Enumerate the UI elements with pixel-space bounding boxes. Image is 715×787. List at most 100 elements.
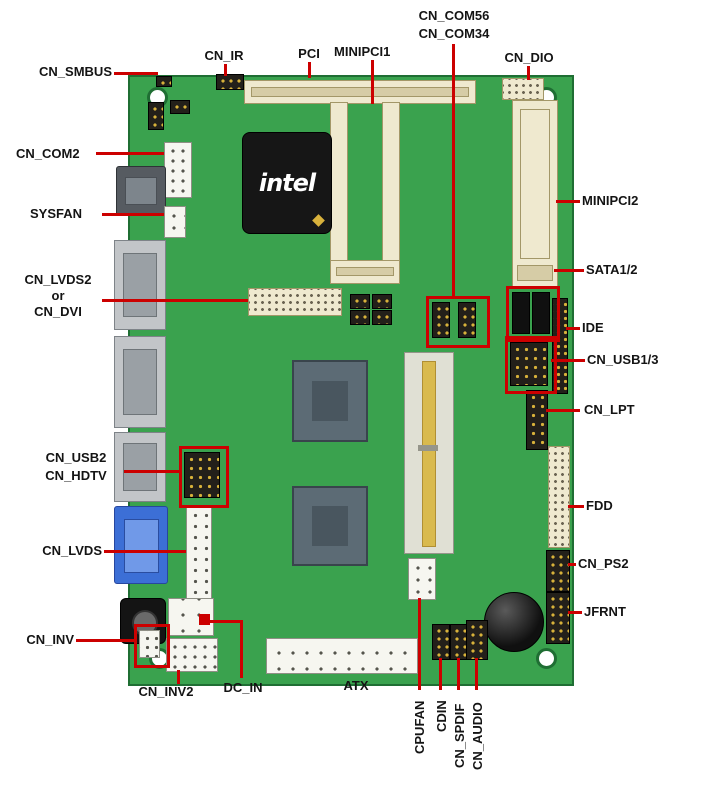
- label-cn-dvi: CN_DVI: [34, 304, 82, 319]
- minipci1-rail-right: [382, 102, 400, 262]
- intel-logo: intel: [258, 169, 316, 197]
- jumper-block-2: [372, 294, 392, 309]
- label-cn-ir: CN_IR: [204, 48, 244, 63]
- lvds2-dvi-connector: [248, 288, 342, 316]
- vga-port: [114, 506, 168, 584]
- inv-connector: [139, 630, 160, 658]
- lan-port-2: [114, 336, 166, 428]
- leader-line-inv2: [177, 670, 180, 684]
- leader-line-com56-com34: [452, 44, 455, 298]
- vga-port-face: [124, 519, 159, 573]
- leader-line-lvds: [104, 550, 186, 553]
- leader-line-pci: [308, 62, 311, 78]
- leader-line-usb2-hdtv: [124, 470, 179, 473]
- label-cn-spdif: CN_SPDIF: [452, 703, 467, 768]
- com2-header: [164, 142, 192, 198]
- leader-line-jfrnt: [568, 611, 582, 614]
- leader-line-audio: [475, 658, 478, 690]
- sodimm-notch: [418, 445, 438, 451]
- label-cn-smbus: CN_SMBUS: [39, 64, 112, 79]
- label-cn-usb13: CN_USB1/3: [587, 352, 659, 367]
- label-atx: ATX: [343, 678, 369, 693]
- lan-port-1: [114, 240, 166, 330]
- jumper-block-4: [372, 310, 392, 325]
- label-ide: IDE: [582, 320, 604, 335]
- label-cn-audio: CN_AUDIO: [470, 702, 485, 770]
- label-or: or: [51, 288, 65, 303]
- label-cn-ps2: CN_PS2: [578, 556, 629, 571]
- atx-connector: [266, 638, 418, 674]
- bga-chip-1-die: [312, 381, 348, 421]
- leader-line-cdin: [439, 658, 442, 690]
- leader-line-ir: [224, 64, 227, 76]
- highlight-box-sata: [506, 286, 560, 342]
- leader-line-dio: [527, 66, 530, 80]
- lan-port-2-face: [123, 349, 157, 415]
- minipci2-groove: [517, 265, 553, 281]
- leader-line-sata: [554, 269, 584, 272]
- leader-line-ps2: [568, 563, 576, 566]
- ir-header: [216, 74, 244, 90]
- com56-header: [432, 302, 450, 338]
- chip-pin1-marker: [312, 214, 325, 227]
- leader-line-fdd: [568, 505, 584, 508]
- label-minipci2: MINIPCI2: [582, 193, 639, 208]
- lpt-header: [526, 390, 548, 450]
- cdin-header: [432, 624, 450, 660]
- jumper-block-1: [350, 294, 370, 309]
- leader-line-inv: [76, 639, 134, 642]
- minipci2-socket: [512, 100, 558, 288]
- usb-port-stack: [114, 432, 166, 502]
- highlight-box-usb2-hdtv: [179, 446, 229, 508]
- label-cn-usb2: CN_USB2: [45, 450, 107, 465]
- leader-line-smbus: [114, 72, 158, 75]
- mounting-hole-bottom-right: [536, 648, 557, 669]
- lvds-connector: [186, 506, 212, 604]
- fdd-connector: [548, 446, 570, 548]
- serial-port: [116, 166, 166, 216]
- label-sysfan: SYSFAN: [30, 206, 83, 221]
- lan-port-1-face: [123, 253, 157, 317]
- label-cn-hdtv: CN_HDTV: [45, 468, 107, 483]
- leader-line-minipci2: [556, 200, 580, 203]
- label-jfrnt: JFRNT: [584, 604, 626, 619]
- serial-port-face: [125, 177, 157, 205]
- sysfan-connector: [164, 206, 186, 238]
- battery: [484, 592, 544, 652]
- label-dc-in: DC_IN: [223, 680, 263, 695]
- leader-dot-dcin: [199, 614, 210, 625]
- cpufan-connector: [408, 558, 436, 600]
- jfrnt-header: [546, 592, 570, 644]
- minipci2-cavity: [520, 109, 550, 259]
- spdif-header: [450, 624, 468, 660]
- smbus-header: [156, 76, 172, 87]
- leader-line-lvds2-dvi: [102, 299, 248, 302]
- leader-line-ide: [566, 327, 580, 330]
- label-cn-com2: CN_COM2: [16, 146, 80, 161]
- label-fdd: FDD: [586, 498, 613, 513]
- leader-line-sysfan: [102, 213, 164, 216]
- leader-line-minipci1: [371, 60, 374, 104]
- label-cn-lvds: CN_LVDS: [42, 543, 102, 558]
- com34-header: [458, 302, 476, 338]
- highlight-box-com56-com34: [426, 296, 490, 348]
- label-cn-lpt: CN_LPT: [584, 402, 635, 417]
- leader-line-com2: [96, 152, 164, 155]
- leader-line-cpufan: [418, 598, 421, 690]
- minipci1-groove: [336, 267, 394, 276]
- usb-port-face: [123, 443, 157, 491]
- bga-chip-1: [292, 360, 368, 442]
- sodimm-slot: [404, 352, 454, 554]
- smbus-aux-header-2: [170, 100, 190, 114]
- leader-line-spdif: [457, 658, 460, 690]
- minipci1-socket: [330, 102, 400, 284]
- label-cn-com34: CN_COM34: [418, 26, 490, 41]
- label-cn-inv: CN_INV: [26, 632, 74, 647]
- intel-chipset: intel: [242, 132, 332, 234]
- leader-line-usb13: [551, 359, 585, 362]
- label-cn-inv2: CN_INV2: [138, 684, 194, 699]
- minipci1-edge-connector: [330, 260, 400, 284]
- label-cn-com56: CN_COM56: [418, 8, 490, 23]
- dio-connector: [502, 78, 544, 100]
